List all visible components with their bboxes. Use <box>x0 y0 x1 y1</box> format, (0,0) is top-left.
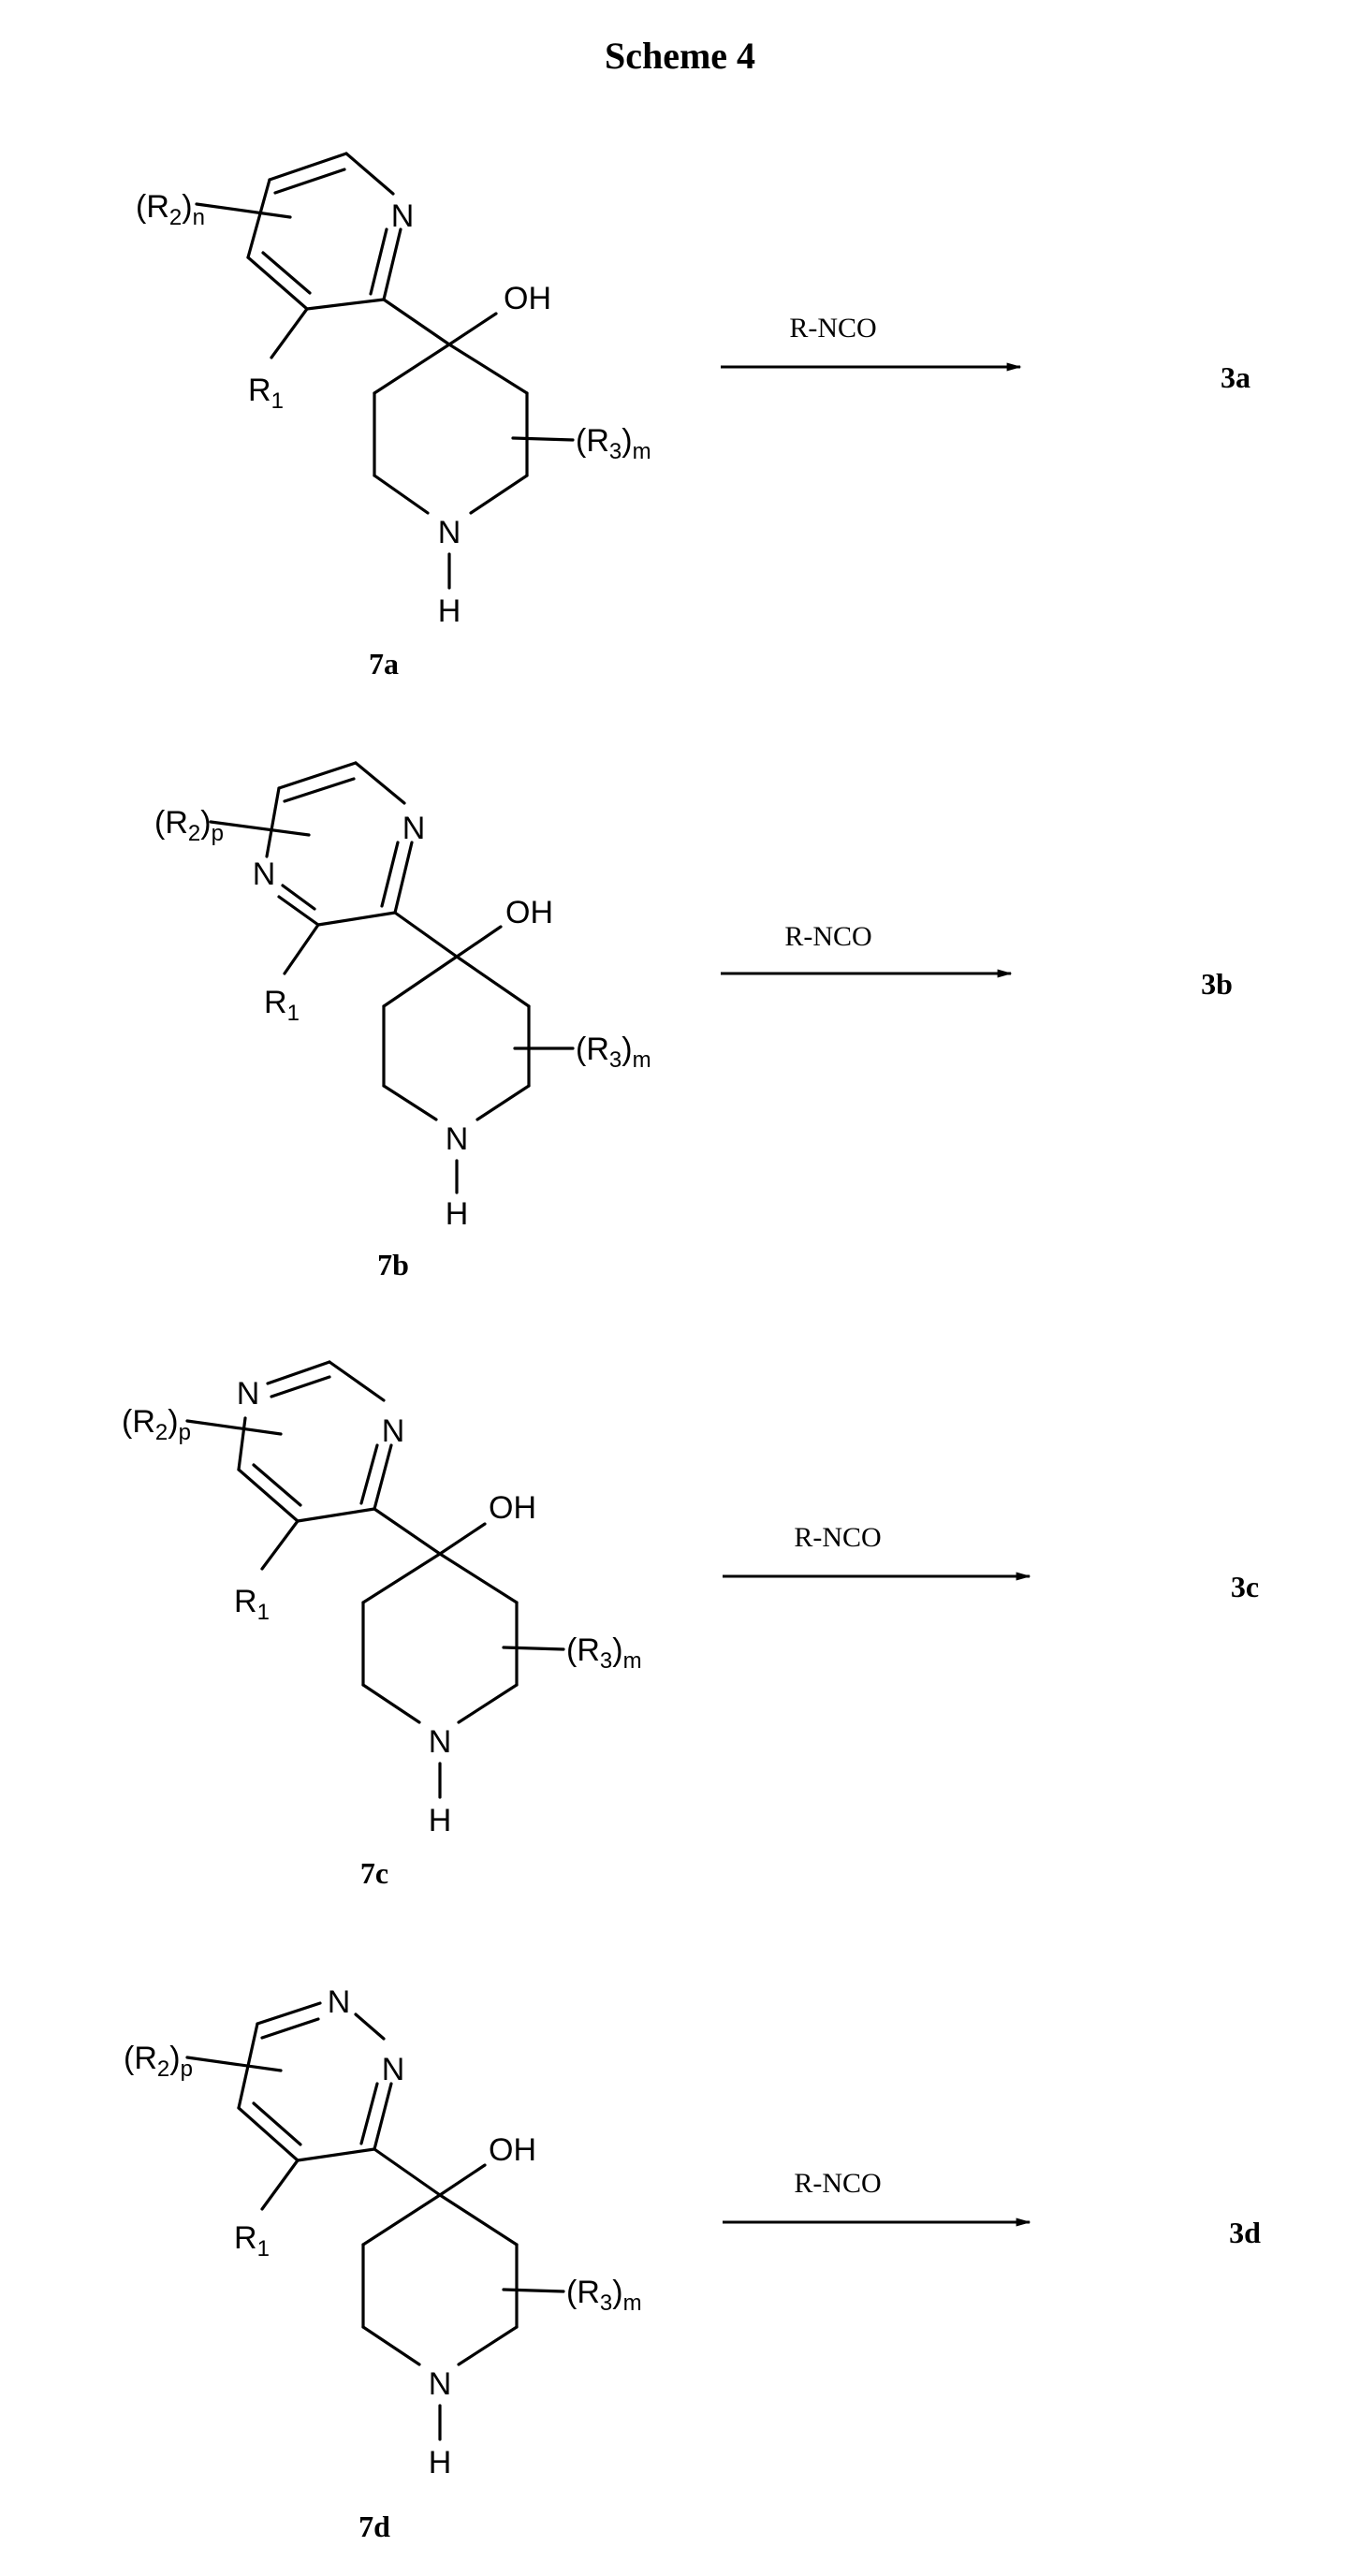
reaction-1: N (R2)n R1 OH N H <box>136 154 1250 681</box>
reagent-label: R-NCO <box>794 1522 881 1553</box>
nh-hydrogen: H <box>429 1803 452 1838</box>
structure-7c: N N (R2)p R1 OH N H <box>122 1362 642 1838</box>
r3-attachment-bond <box>504 2290 563 2291</box>
r2-substituent: (R2)p <box>154 805 224 846</box>
nh-hydrogen: H <box>429 2445 452 2481</box>
product-label-3d: 3d <box>1229 2216 1261 2249</box>
ring-nitrogen-1: N <box>237 1376 260 1412</box>
r1-bond <box>285 925 318 973</box>
reaction-4: N N (R2)p R1 OH N H <box>124 1984 1261 2543</box>
r1-substituent: R1 <box>264 985 300 1026</box>
hydroxyl-group: OH <box>504 281 551 316</box>
structure-7a: N (R2)n R1 OH N H <box>136 154 651 629</box>
r1-substituent: R1 <box>248 373 284 414</box>
nh-hydrogen: H <box>446 1196 469 1232</box>
nh-hydrogen: H <box>438 593 461 629</box>
r2-substituent: (R2)n <box>136 189 205 230</box>
r1-bond <box>262 2160 298 2209</box>
structure-7b: N N (R2)p R1 OH N H <box>154 763 651 1232</box>
product-label-3a: 3a <box>1221 360 1250 394</box>
ring-nitrogen: N <box>391 198 415 234</box>
r3-substituent: (R3)m <box>576 1032 651 1073</box>
r3-attachment-bond <box>513 438 573 440</box>
reaction-2: N N (R2)p R1 OH N H <box>154 763 1233 1281</box>
hydroxyl-group: OH <box>489 2132 536 2168</box>
r1-substituent: R1 <box>234 2220 270 2261</box>
r2-substituent: (R2)p <box>122 1404 191 1445</box>
hydroxyl-group: OH <box>505 895 553 930</box>
reaction-3: N N (R2)p R1 OH N H <box>122 1362 1259 1890</box>
piperidine-nitrogen: N <box>429 2366 452 2402</box>
r1-bond <box>271 309 307 358</box>
r3-substituent: (R3)m <box>566 1632 642 1674</box>
r1-substituent: R1 <box>234 1584 270 1625</box>
piperidine-nitrogen: N <box>429 1724 452 1760</box>
compound-label-7d: 7d <box>358 2510 390 2543</box>
compound-label-7c: 7c <box>360 1856 388 1890</box>
aryl-piperidine-bond <box>384 300 449 344</box>
aryl-piperidine-bond <box>395 913 457 957</box>
ring-nitrogen-1: N <box>402 811 426 846</box>
reagent-label: R-NCO <box>789 313 876 344</box>
r2-attachment-bond <box>187 1421 281 1434</box>
oh-bond <box>449 314 496 344</box>
compound-label-7a: 7a <box>369 647 399 681</box>
compound-label-7b: 7b <box>377 1248 409 1281</box>
aryl-piperidine-bond <box>374 1509 440 1554</box>
ring-nitrogen-2: N <box>382 2052 405 2087</box>
oh-bond <box>457 927 501 957</box>
oh-bond <box>440 1524 485 1554</box>
pyrimidine-ring <box>239 1362 391 1521</box>
r2-attachment-bond <box>211 822 309 835</box>
piperidine-ring <box>363 2195 517 2364</box>
r2-attachment-bond <box>187 2057 281 2071</box>
r3-substituent: (R3)m <box>566 2275 642 2316</box>
piperidine-ring <box>363 1554 517 1722</box>
ring-nitrogen-2: N <box>382 1413 405 1449</box>
r3-attachment-bond <box>504 1647 563 1649</box>
product-label-3b: 3b <box>1201 967 1233 1001</box>
r2-attachment-bond <box>197 204 290 217</box>
r2-substituent: (R2)p <box>124 2041 193 2082</box>
reagent-label: R-NCO <box>794 2168 881 2199</box>
hydroxyl-group: OH <box>489 1490 536 1526</box>
structure-7d: N N (R2)p R1 OH N H <box>124 1984 642 2481</box>
aryl-piperidine-bond <box>374 2149 440 2195</box>
piperidine-nitrogen: N <box>438 515 461 550</box>
r1-bond <box>262 1521 298 1569</box>
pyridazine-ring <box>239 2003 391 2160</box>
reagent-label: R-NCO <box>784 921 871 952</box>
piperidine-ring <box>374 344 527 513</box>
piperidine-nitrogen: N <box>446 1121 469 1157</box>
pyridine-ring <box>248 154 401 309</box>
r3-substituent: (R3)m <box>576 423 651 464</box>
piperidine-ring <box>384 957 529 1120</box>
oh-bond <box>440 2165 485 2195</box>
ring-nitrogen-1: N <box>328 1984 351 2020</box>
pyrazine-ring <box>267 763 412 925</box>
product-label-3c: 3c <box>1231 1570 1259 1603</box>
ring-nitrogen-2: N <box>253 856 276 892</box>
